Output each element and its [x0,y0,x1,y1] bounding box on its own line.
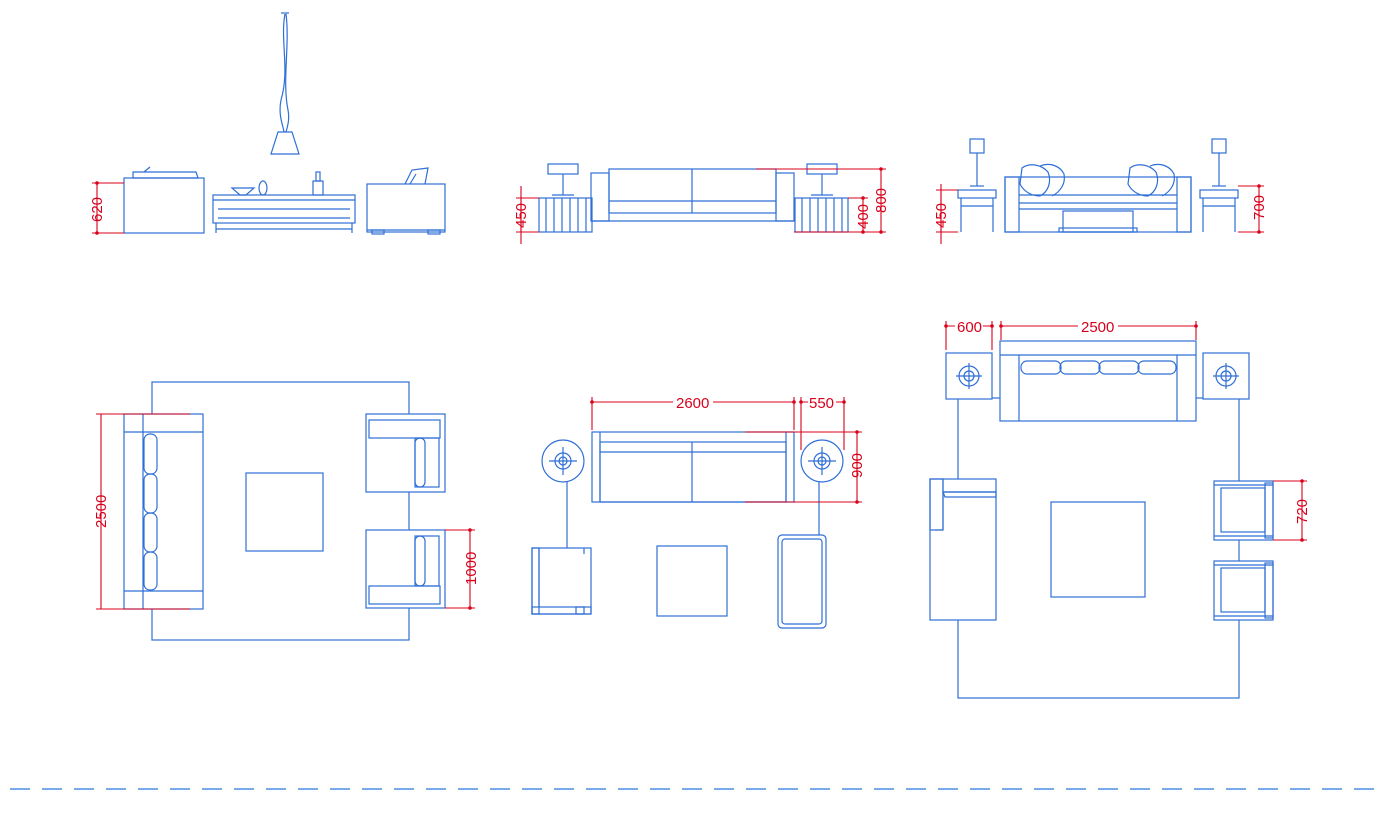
armchair-plan-right-bottom [1213,560,1274,621]
pendant-lamp [270,12,300,155]
elevation-living-room-left: 620 [89,12,446,235]
dim-label-1000: 1000 [463,552,480,585]
rug-outline-right [957,397,1240,699]
dim-450-left: 450 [513,186,539,244]
dim-400-800: 400 800 [756,167,890,234]
dim-label-400: 400 [855,204,872,229]
side-table-with-lamp-right [1199,138,1239,232]
dim-550: 550 [799,394,846,450]
square-side-table-left [945,352,993,400]
coffee-table-plan-middle [656,545,728,617]
dim-label-700: 700 [1251,195,1268,220]
dim-label-600: 600 [957,319,982,336]
chaise-plan [929,478,997,621]
dim-label-900: 900 [849,453,866,478]
square-side-table-right [1202,352,1250,400]
sofa-plan-right [999,340,1197,422]
sofa-front-view [590,168,795,222]
coffee-table-plan [245,472,324,552]
plan-layout-left: 2500 1000 [93,381,480,641]
dim-2500-left: 2500 [93,413,190,610]
coffee-table-plan-right [1050,501,1146,598]
dim-label-450: 450 [513,203,530,228]
dim-900: 900 [745,430,866,504]
sofa-side-view [123,166,205,234]
sofa-plan [123,413,204,610]
dim-2500-right: 2500 [999,318,1198,340]
dim-label-450-b: 450 [933,203,950,228]
dim-label-550: 550 [809,395,834,412]
dim-2600: 2600 [590,394,796,430]
sofa-with-cushions [1004,163,1192,233]
elevation-sofa-front: 450 400 800 [513,163,890,244]
dim-700: 700 [1238,184,1268,234]
dim-label-2600: 2600 [676,395,709,412]
dim-720: 720 [1273,479,1311,542]
armchair-side-view [366,167,446,235]
dim-label-2500-right: 2500 [1081,319,1114,336]
plan-layout-middle: 2600 550 900 [531,394,866,629]
armchair-plan-middle [531,547,592,615]
elevation-sofa-cushions: 450 700 [933,138,1268,244]
dim-620: 620 [89,181,124,235]
armchair-plan-right-top [1213,480,1274,541]
dim-1000: 1000 [445,528,480,610]
dim-label-720: 720 [1294,499,1311,524]
round-side-table-right [800,439,844,483]
dim-label-620: 620 [89,197,106,222]
side-table-right [794,163,849,233]
round-side-table-left [541,439,585,483]
dim-600: 600 [944,318,994,350]
ottoman-plan [777,534,827,629]
coffee-table-elevation [212,171,356,233]
dim-label-800: 800 [873,188,890,213]
dim-450-right: 450 [933,184,958,244]
sofa-plan-middle [591,431,795,503]
plan-layout-right: 600 2500 720 [929,318,1311,699]
side-table-with-lamp-left [957,138,997,232]
armchair-plan-bottom [365,529,446,609]
dim-label-2500-left: 2500 [93,495,110,528]
armchair-plan-top [365,413,446,493]
side-table-left [538,163,593,233]
